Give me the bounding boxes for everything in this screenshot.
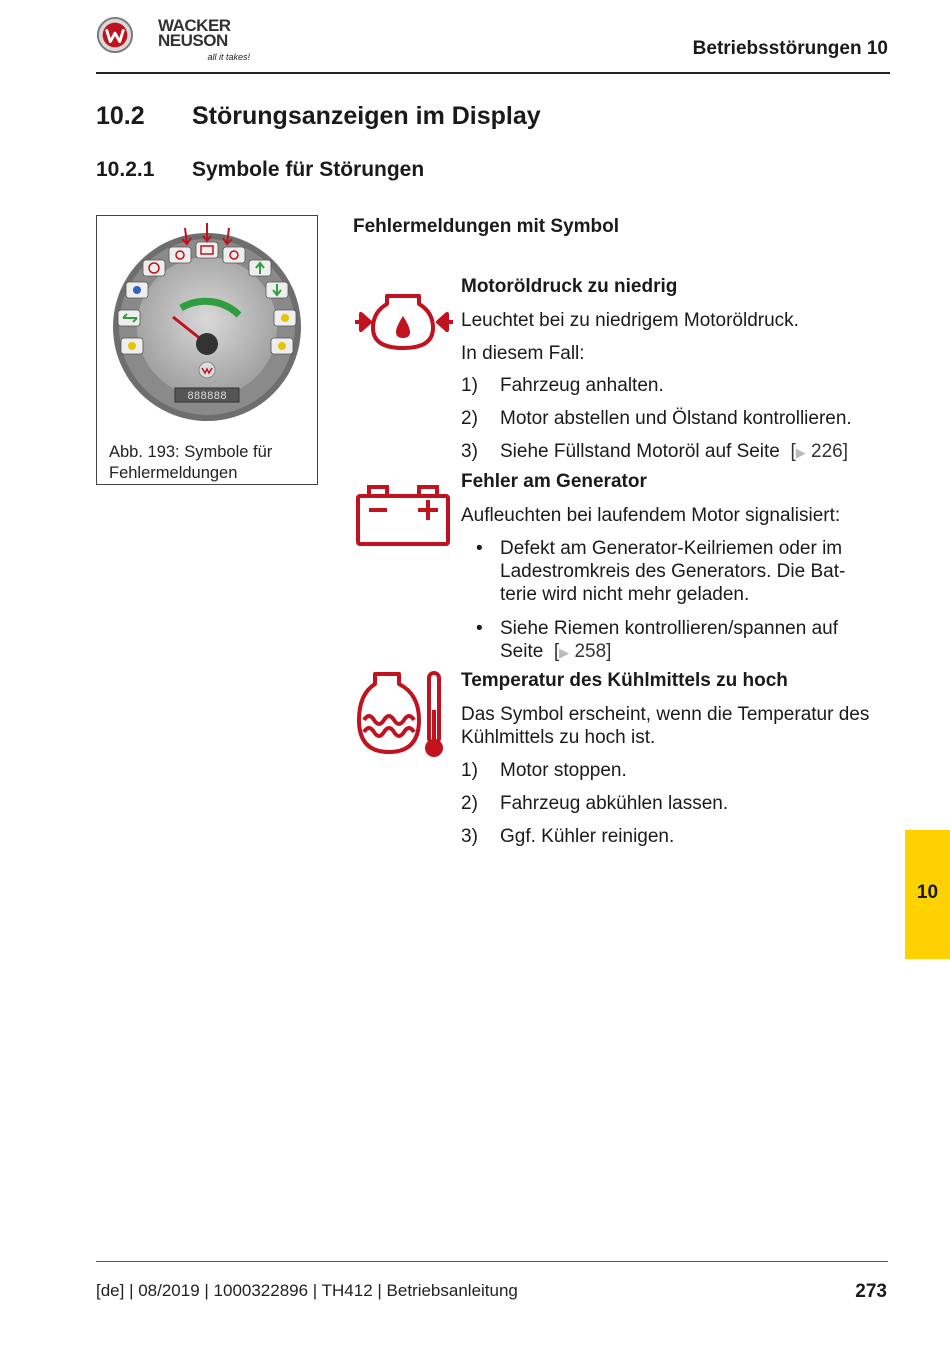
figure-caption: Abb. 193: Symbole für Fehlermeldungen xyxy=(109,442,309,484)
page-ref-number: 226 xyxy=(811,441,843,462)
bullet-text: Defekt am Generator-Keilriemen oder im L… xyxy=(500,538,846,605)
footer-divider xyxy=(96,1261,888,1262)
figure-caption-line-1: Abb. 193: Symbole für xyxy=(109,443,273,461)
subsection-number: 10.2.1 xyxy=(96,158,155,181)
generator-fault-title: Fehler am Generator xyxy=(461,471,647,492)
page-reference-link[interactable]: [▶ 226] xyxy=(785,441,848,462)
oil-pressure-description: Leuchtet bei zu niedrigem Motoröldruck. xyxy=(461,310,799,331)
chapter-header-title: Betriebsstörungen 10 xyxy=(692,38,888,59)
step-text: Motor abstellen und Ölstand kontrolliere… xyxy=(500,408,852,429)
page-ref-arrow-icon: ▶ xyxy=(559,645,570,660)
step-text: Ggf. Kühler reinigen. xyxy=(500,826,675,847)
gauge-digit-readout: 888888 xyxy=(187,391,227,403)
oil-pressure-intro: In diesem Fall: xyxy=(461,343,585,364)
battery-generator-warning-icon xyxy=(356,485,450,546)
messages-section-title: Fehlermeldungen mit Symbol xyxy=(353,216,620,237)
bullet-dot: • xyxy=(476,618,483,639)
step-text: Motor stoppen. xyxy=(500,760,627,781)
instrument-cluster-gauge-icon: 888888 xyxy=(113,223,301,421)
generator-bullet-1: • Defekt am Generator-Keilriemen oder im… xyxy=(476,537,876,606)
step-number: 3) xyxy=(461,826,478,847)
page-ref-arrow-icon: ▶ xyxy=(795,445,806,460)
figure-caption-line-2: Fehlermeldungen xyxy=(109,464,238,482)
figure-display-gauge: 888888 Abb. 193: Symbole für Fehlermeldu… xyxy=(96,215,318,485)
chapter-tab: 10 xyxy=(905,830,950,959)
page-number: 273 xyxy=(855,1281,887,1302)
coolant-step-2: 2) Fahrzeug abkühlen lassen. xyxy=(461,793,728,815)
step-text: Siehe Füllstand Motoröl auf Seite xyxy=(500,441,780,462)
step-number: 3) xyxy=(461,441,478,462)
brand-line-1: WACKER xyxy=(158,16,231,35)
coolant-temp-title: Temperatur des Kühlmittels zu hoch xyxy=(461,670,788,691)
subsection-title: Symbole für Störungen xyxy=(192,158,425,181)
brand-tagline: all it takes! xyxy=(207,52,250,62)
chapter-tab-number: 10 xyxy=(916,882,939,903)
header-divider xyxy=(96,72,890,74)
oil-step-3: 3) Siehe Füllstand Motoröl auf Seite [▶ 2… xyxy=(461,441,848,463)
brand-wordmark: WACKER NEUSON all it takes! xyxy=(158,16,250,65)
oil-pressure-warning-icon xyxy=(355,294,453,350)
step-text: Fahrzeug abkühlen lassen. xyxy=(500,793,729,814)
page-reference-link[interactable]: [▶ 258] xyxy=(548,641,612,662)
coolant-step-3: 3) Ggf. Kühler reinigen. xyxy=(461,826,674,848)
oil-pressure-title: Motoröldruck zu niedrig xyxy=(461,276,678,297)
step-text: Fahrzeug anhalten. xyxy=(500,375,664,396)
step-number: 1) xyxy=(461,375,478,396)
section-heading: 10.2 Störungsanzeigen im Display xyxy=(96,102,541,131)
generator-fault-description: Aufleuchten bei laufendem Motor signalis… xyxy=(461,505,841,526)
bullet-text-wrapper: Siehe Riemen kontrollieren/spannen auf S… xyxy=(500,617,876,664)
step-number: 1) xyxy=(461,760,478,781)
coolant-temperature-warning-icon xyxy=(357,671,443,757)
page-ref-number: 258 xyxy=(574,641,607,662)
bullet-dot: • xyxy=(476,538,483,559)
coolant-step-1: 1) Motor stoppen. xyxy=(461,760,627,782)
brand-line-2: NEUSON xyxy=(158,31,228,50)
step-number: 2) xyxy=(461,408,478,429)
coolant-temp-description: Das Symbol erscheint, wenn die Temperatu… xyxy=(461,704,870,748)
bullet-text: Siehe Riemen kontrollieren/spannen auf S… xyxy=(500,618,838,662)
wacker-neuson-logo-icon xyxy=(96,16,134,54)
section-title: Störungsanzeigen im Display xyxy=(192,102,541,130)
step-number: 2) xyxy=(461,793,478,814)
footer-document-info: [de] | 08/2019 | 1000322896 | TH412 | Be… xyxy=(96,1281,518,1300)
oil-step-2: 2) Motor abstellen und Ölstand kontrollie… xyxy=(461,408,852,430)
oil-step-1: 1) Fahrzeug anhalten. xyxy=(461,375,664,397)
generator-bullet-2: • Siehe Riemen kontrollieren/spannen auf… xyxy=(476,617,876,664)
section-number: 10.2 xyxy=(96,102,145,130)
subsection-heading: 10.2.1 Symbole für Störungen xyxy=(96,158,424,182)
